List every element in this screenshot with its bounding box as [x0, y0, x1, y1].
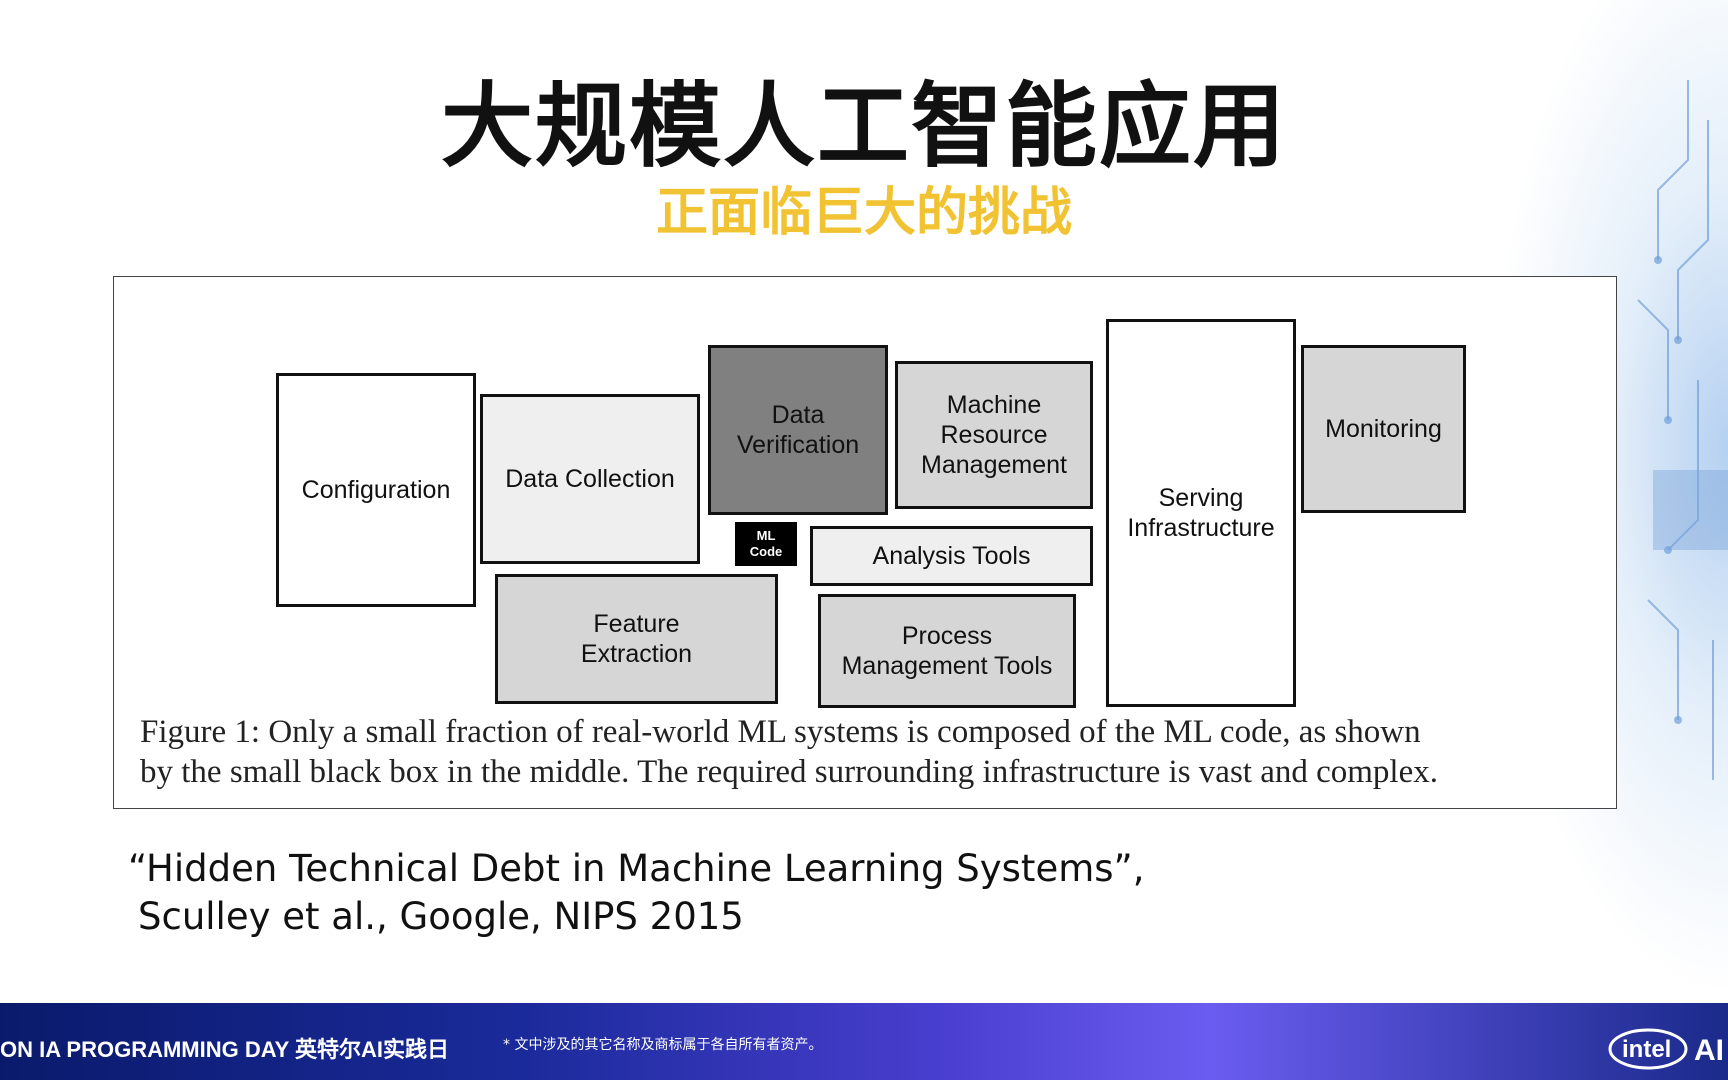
- footer-trademark-note: * 文中涉及的其它名称及商标属于各自所有者资产。: [503, 1037, 823, 1053]
- box-machine-resource-management: Machine Resource Management: [895, 361, 1093, 509]
- figure-caption: Figure 1: Only a small fraction of real-…: [140, 712, 1610, 792]
- box-label: Analysis Tools: [872, 542, 1031, 570]
- box-serving-infrastructure: Serving Infrastructure: [1106, 319, 1296, 707]
- citation-source: Sculley et al., Google, NIPS 2015: [138, 895, 744, 938]
- box-label: Monitoring: [1325, 415, 1442, 443]
- citation-title: “Hidden Technical Debt in Machine Learni…: [128, 847, 1145, 890]
- footer-event-name: ON IA PROGRAMMING DAY 英特尔AI实践日: [0, 1037, 449, 1062]
- box-label: Machine Resource Management: [921, 391, 1067, 479]
- box-label: Configuration: [301, 476, 451, 504]
- intel-logo-icon: intel AI: [1608, 1028, 1724, 1070]
- box-feature-extraction: Feature Extraction: [495, 574, 778, 704]
- box-label: Feature Extraction: [580, 610, 693, 668]
- box-label: Data Verification: [736, 401, 860, 459]
- box-data-verification: Data Verification: [708, 345, 888, 515]
- logo-text: intel: [1622, 1036, 1671, 1063]
- box-monitoring: Monitoring: [1301, 345, 1466, 513]
- citation: “Hidden Technical Debt in Machine Learni…: [128, 845, 1144, 941]
- figure-panel: Configuration Data Collection Data Verif…: [113, 276, 1617, 809]
- box-data-collection: Data Collection: [480, 394, 700, 564]
- footer-bar: [0, 1003, 1728, 1080]
- box-label: Serving Infrastructure: [1127, 484, 1275, 542]
- box-label: Process Management Tools: [841, 622, 1053, 680]
- caption-line: by the small black box in the middle. Th…: [140, 754, 1438, 790]
- box-analysis-tools: Analysis Tools: [810, 526, 1093, 586]
- logo-suffix: AI: [1694, 1034, 1724, 1067]
- caption-line: Figure 1: Only a small fraction of real-…: [140, 714, 1421, 750]
- circuit-pattern-icon: [1637, 80, 1728, 780]
- box-process-management-tools: Process Management Tools: [818, 594, 1076, 708]
- box-label: Data Collection: [505, 465, 675, 493]
- intel-ai-logo: intel AI: [1606, 1022, 1728, 1076]
- page-title: 大规模人工智能应用: [440, 73, 1287, 180]
- box-ml-code: ML Code: [735, 522, 797, 566]
- page-subtitle: 正面临巨大的挑战: [655, 183, 1072, 243]
- box-configuration: Configuration: [276, 373, 476, 607]
- box-label: ML Code: [749, 528, 783, 559]
